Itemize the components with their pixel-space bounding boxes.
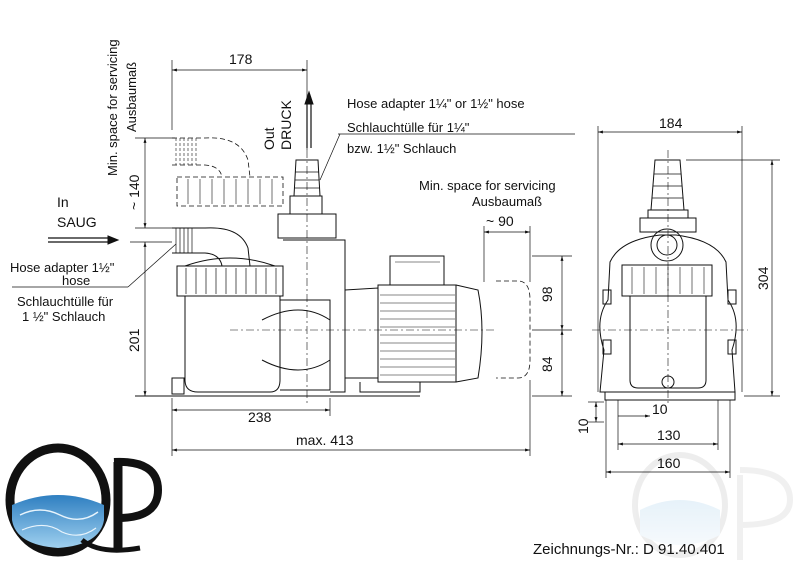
drawing-number: Zeichnungs-Nr.: D 91.40.401	[533, 541, 725, 558]
service-top-label: Min. space for servicing	[105, 39, 120, 176]
dim-184: 184	[659, 115, 683, 131]
dim-178: 178	[229, 51, 253, 67]
out-label: Out	[261, 127, 277, 150]
hose-adapter-out-label: Hose adapter 1¼" or 1½" hose	[347, 96, 525, 111]
hose-adapter-in-label: Hose adapter 1½"	[10, 260, 115, 275]
dim-84: 84	[539, 356, 555, 372]
schlauch-in-label-2: 1 ½" Schlauch	[22, 309, 106, 324]
schlauch-out-label: Schlauchtülle für 1¼"	[347, 120, 470, 135]
dim-160: 160	[657, 455, 681, 471]
ausbau-top-label: Ausbaumaß	[124, 61, 139, 132]
dim-130: 130	[657, 427, 681, 443]
bzw-out-label: bzw. 1½" Schlauch	[347, 141, 457, 156]
hose-in-label: hose	[62, 273, 91, 288]
dim-90: ~ 90	[486, 213, 514, 229]
schlauch-in-label-1: Schlauchtülle für	[17, 294, 114, 309]
dim-98: 98	[539, 286, 555, 302]
dim-304: 304	[755, 266, 771, 290]
qp-logo	[5, 443, 163, 557]
dim-238: 238	[248, 409, 272, 425]
dim-10-horizontal: 10	[652, 401, 668, 417]
dim-140: ~ 140	[126, 174, 142, 210]
saug-label: SAUG	[57, 214, 97, 230]
ausbau-right-label: Ausbaumaß	[472, 194, 543, 209]
dim-413: max. 413	[296, 432, 354, 448]
druck-label: DRUCK	[278, 100, 294, 150]
dim-10-vertical: 10	[575, 418, 591, 434]
dim-201: 201	[126, 328, 142, 352]
service-right-label: Min. space for servicing	[419, 178, 556, 193]
in-label: In	[57, 194, 69, 210]
watermark-logo	[632, 452, 794, 560]
